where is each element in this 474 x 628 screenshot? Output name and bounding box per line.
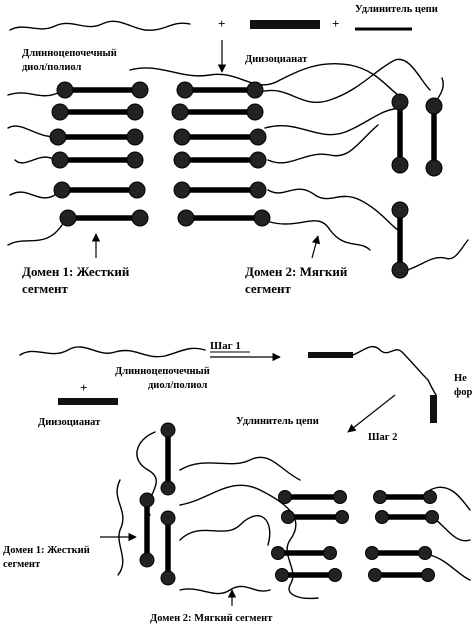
- top-diol-label-line2: диол/полиол: [22, 62, 81, 73]
- bottom-diol-label-line2: диол/полиол: [148, 380, 207, 391]
- bottom-horizontal-hard-segments: [272, 491, 439, 582]
- bottom-domain1-label-line1: Домен 1: Жесткий: [3, 545, 90, 556]
- bottom-domain2-label: Домен 2: Мягкий сегмент: [150, 613, 273, 624]
- bottom-diisocyanate-label: Диизоцианат: [38, 417, 101, 428]
- top-vertical-hard-segments: [392, 94, 442, 278]
- top-diol-label-line1: Длинноцепочечный: [22, 48, 117, 59]
- bottom-soft-chain-1: [137, 432, 300, 515]
- top-domain2-label-line2: сегмент: [245, 281, 292, 296]
- bottom-diisocyanate-bar: [58, 398, 118, 405]
- bottom-prepolymer-bar: [308, 352, 353, 358]
- bottom-step2-label: Шаг 2: [368, 432, 397, 443]
- bottom-hard-row: [272, 547, 432, 560]
- top-domain2-label-line1: Домен 2: Мягкий: [245, 264, 348, 279]
- bottom-soft-chain-4: [430, 487, 470, 580]
- top-domain2-arrow: [312, 236, 318, 258]
- top-diisocyanate-label: Диизоцианат: [245, 54, 308, 65]
- bottom-hard-row: [279, 491, 437, 504]
- bottom-diol-label-line1: Длинноцепочечный: [115, 366, 210, 377]
- top-chain-extender-label: Удлинитель цепи: [355, 4, 438, 15]
- top-hard-segment-rows: [50, 82, 270, 226]
- top-domain1-label-line2: сегмент: [22, 281, 69, 296]
- bottom-domain1-label-line2: сегмент: [3, 559, 41, 570]
- top-panel: + + Удлинитель цепи Длинноцепочечный дио…: [8, 4, 468, 296]
- bottom-cut-label-line1: Не: [454, 373, 467, 384]
- bottom-prepolymer-end-bar: [430, 395, 437, 423]
- top-hard-row: [54, 182, 266, 198]
- bottom-step2-arrow: [348, 395, 395, 432]
- bottom-soft-chain-3: [180, 485, 318, 598]
- top-soft-chain-6: [130, 64, 398, 95]
- bottom-cut-label-line2: фор: [454, 387, 473, 398]
- bottom-hard-row: [276, 569, 435, 582]
- top-hard-row: [52, 152, 266, 168]
- top-plus-1: +: [218, 16, 225, 31]
- bottom-step1-label: Шаг 1: [210, 340, 241, 352]
- top-hard-row: [50, 129, 266, 145]
- top-diol-chain: [10, 21, 190, 30]
- top-soft-chain-3: [15, 125, 378, 163]
- top-domain1-label-line1: Домен 1: Жесткий: [22, 264, 130, 279]
- bottom-chain-extender-label: Удлинитель цепи: [236, 416, 319, 427]
- top-plus-2: +: [332, 16, 339, 31]
- bottom-prepolymer-chain: [353, 347, 436, 395]
- top-hard-row: [57, 82, 263, 98]
- bottom-plus: +: [80, 380, 87, 395]
- bottom-soft-chain-5: [180, 586, 270, 593]
- top-diisocyanate-bar: [250, 20, 320, 29]
- top-hard-row: [52, 104, 263, 120]
- bottom-diol-chain: [20, 347, 205, 357]
- top-hard-row: [60, 210, 270, 226]
- bottom-panel: Шаг 1 Длинноцепочечный диол/полиол + Дии…: [3, 340, 473, 624]
- bottom-hard-row: [282, 511, 439, 524]
- bottom-vertical-hard-segments: [140, 423, 175, 585]
